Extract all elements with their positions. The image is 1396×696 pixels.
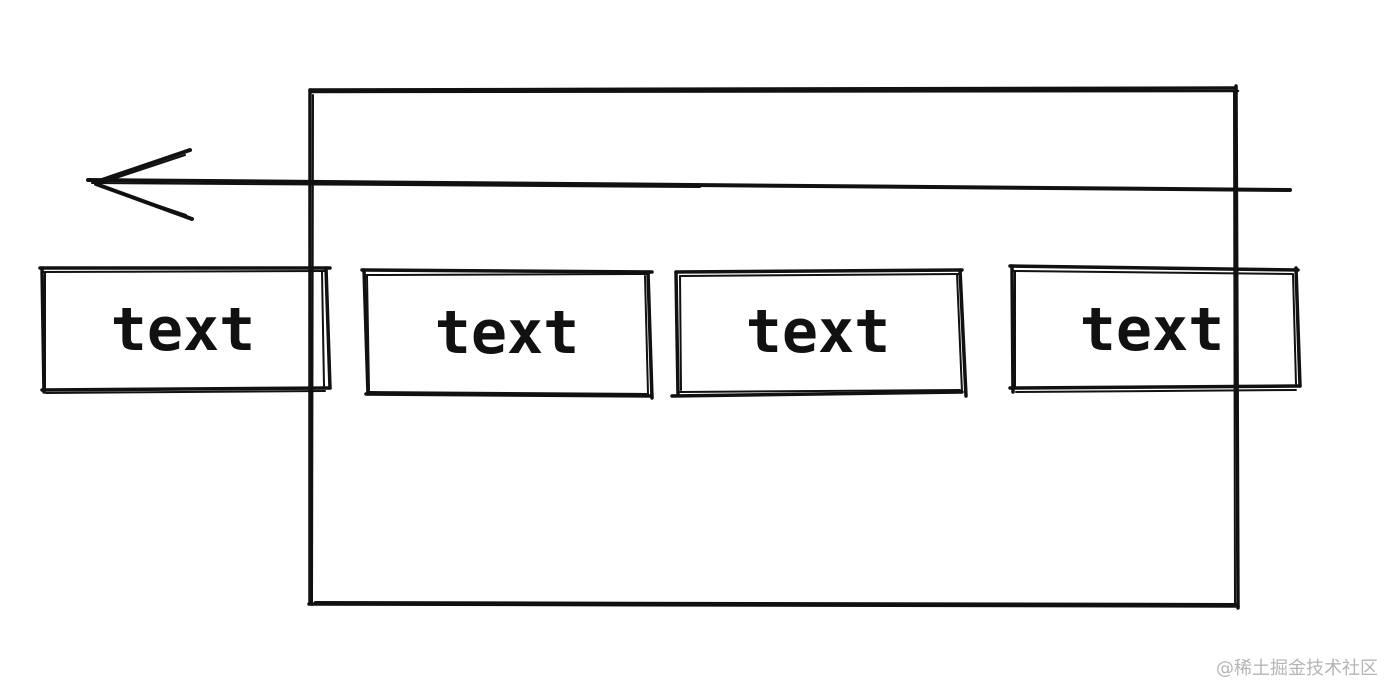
scroll-direction-arrow-icon [86, 148, 1292, 221]
item-box-4 [1008, 264, 1302, 394]
item-label-4: text [1080, 295, 1225, 365]
item-box-3 [670, 268, 968, 398]
watermark: @稀土掘金技术社区 [1216, 658, 1378, 679]
item-box-2 [360, 268, 654, 400]
item-label-1: text [111, 295, 256, 365]
item-box-1 [38, 266, 332, 394]
item-label-3: text [746, 297, 891, 367]
viewport-container [307, 84, 1240, 610]
item-label-2: text [435, 298, 580, 368]
